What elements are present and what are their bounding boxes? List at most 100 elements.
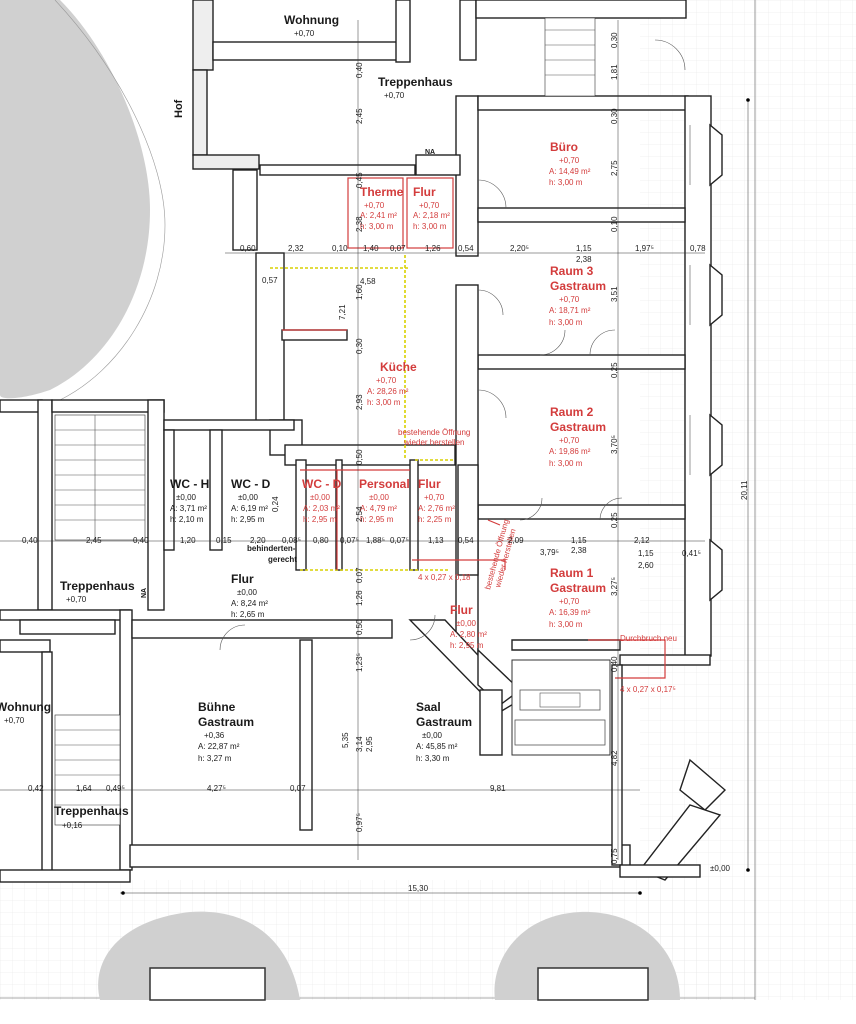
red-lines	[282, 177, 666, 679]
dim-458: 4,58	[360, 277, 376, 286]
dim-040b: 0,40	[610, 656, 619, 672]
room-wohnung-top-name: Wohnung	[284, 13, 339, 27]
room-buehne-name: Bühne	[198, 700, 236, 714]
dim-160: 1,60	[355, 284, 364, 300]
room-raum1-name: Raum 1	[550, 566, 594, 580]
dim-r2-113: 1,13	[428, 536, 444, 545]
room-therme-area: A: 2,41 m²	[360, 211, 397, 220]
room-treppe-top-name: Treppenhaus	[378, 75, 453, 89]
room-wohnung-top-level: +0,70	[294, 29, 315, 38]
room-flur-saal-name: Flur	[450, 603, 473, 617]
dim-r3-042: 0,42	[28, 784, 44, 793]
room-flur-saal-height: h: 2,95 m	[450, 641, 484, 650]
room-treppe-bottom-name: Treppenhaus	[54, 804, 129, 818]
dim-r2-0415: 0,41⁵	[682, 549, 701, 558]
staircase-bottom	[54, 714, 121, 826]
staircase-top	[544, 17, 596, 97]
room-therme-level: +0,70	[364, 201, 385, 210]
dim-r1-140: 1,40	[363, 244, 379, 253]
note-bestehende-1a: bestehende Öffnung	[398, 428, 470, 437]
room-saal-height: h: 3,30 m	[416, 754, 450, 763]
note-bestehende-1b: wieder herstellen	[403, 438, 464, 447]
dim-030a: 0,30	[610, 32, 619, 48]
note-opening-1: 4 x 0,27 x 0,18	[418, 573, 471, 582]
room-treppe-top-level: +0,70	[384, 91, 405, 100]
dim-024: 0,24	[271, 496, 280, 512]
room-flur-top-level: +0,70	[419, 201, 440, 210]
room-flur-top-name: Flur	[413, 185, 436, 199]
dim-r2-0075b: 0,07⁵	[390, 536, 409, 545]
room-flur-wc-height: h: 2,65 m	[231, 610, 265, 619]
room-kueche-height: h: 3,00 m	[367, 398, 401, 407]
tree-top-left	[0, 0, 150, 399]
dim-r3-0495: 0,49⁵	[106, 784, 125, 793]
label-na-left: NA	[141, 588, 148, 598]
label-na-top: NA	[425, 149, 435, 156]
room-wcd2-name: WC - D	[302, 477, 342, 491]
room-raum1-level: +0,70	[559, 597, 580, 606]
room-personal-name: Personal	[359, 477, 410, 491]
room-flur-wc-area: A: 8,24 m²	[231, 599, 268, 608]
room-raum3-level: +0,70	[559, 295, 580, 304]
doors	[219, 39, 686, 651]
room-therme-name: Therme	[360, 185, 404, 199]
dim-050b: 0,50	[355, 619, 364, 635]
dim-025a: 0,25	[610, 362, 619, 378]
dim-r2-040a: 0,40	[22, 536, 38, 545]
room-wch-name: WC - H	[170, 477, 209, 491]
room-treppe-left-level: +0,70	[66, 595, 87, 604]
dim-3705: 3,70⁵	[610, 435, 619, 454]
room-raum3-area: A: 18,71 m²	[549, 306, 591, 315]
room-wcd1-level: ±0,00	[238, 493, 259, 502]
dim-r2-1885: 1,88⁵	[366, 536, 385, 545]
dim-050a: 0,50	[355, 449, 364, 465]
dim-r2-015: 0,15	[216, 536, 232, 545]
dim-238a: 2,38	[355, 216, 364, 232]
dim-r1-1975: 1,97⁵	[635, 244, 654, 253]
room-raum3-name: Raum 3	[550, 264, 594, 278]
room-buehne-area: A: 22,87 m²	[198, 742, 240, 751]
room-flur-mid-area: A: 2,76 m²	[418, 504, 455, 513]
dim-r1-2205: 2,20⁵	[510, 244, 529, 253]
room-flur-wc-name: Flur	[231, 572, 254, 586]
dim-2011: 20,11	[740, 480, 749, 500]
room-flur-mid-name: Flur	[418, 477, 441, 491]
dim-126: 1,26	[355, 590, 364, 606]
dim-r2-3795: 3,79⁵	[540, 548, 559, 557]
room-personal-area: A: 4,79 m²	[360, 504, 397, 513]
dim-r1-232: 2,32	[288, 244, 304, 253]
room-buehne-name2: Gastraum	[198, 715, 254, 729]
room-saal-name2: Gastraum	[416, 715, 472, 729]
dim-lines	[0, 20, 750, 895]
dim-045: 0,45	[355, 172, 364, 188]
dim-010: 0,10	[610, 216, 619, 232]
room-kueche-name: Küche	[380, 360, 417, 374]
room-buero-name: Büro	[550, 140, 578, 154]
dim-r2-008: 0,08⁵	[282, 536, 301, 545]
room-kueche-area: A: 28,26 m²	[367, 387, 409, 396]
dim-r1-010: 0,10	[332, 244, 348, 253]
windows-right	[689, 123, 723, 602]
dim-275: 2,75	[610, 160, 619, 176]
note-behinderten-a: behinderten-	[247, 544, 296, 553]
room-therme-height: h: 3,00 m	[360, 222, 394, 231]
room-flur-saal-level: ±0,00	[456, 619, 477, 628]
room-wcd1-name: WC - D	[231, 477, 271, 491]
note-durchbruch: Durchbruch neu	[620, 634, 677, 643]
room-buehne-height: h: 3,27 m	[198, 754, 232, 763]
counter	[511, 659, 611, 756]
note-behinderten-b: gerecht	[268, 555, 297, 564]
room-wcd1-area: A: 6,19 m²	[231, 504, 268, 513]
dim-r2-238: 2,38	[571, 546, 587, 555]
label-hof: Hof	[173, 99, 185, 118]
dim-075: 0,75	[610, 848, 619, 864]
room-buero-area: A: 14,49 m²	[549, 167, 591, 176]
dim-1235: 1,23⁵	[355, 653, 364, 672]
dim-254: 2,54	[355, 506, 364, 522]
room-raum3-name2: Gastraum	[550, 279, 606, 293]
room-treppe-left-name: Treppenhaus	[60, 579, 135, 593]
dim-293: 2,93	[355, 394, 364, 410]
room-saal-level: ±0,00	[422, 731, 443, 740]
room-wch-area: A: 3,71 m²	[170, 504, 207, 513]
room-kueche-level: +0,70	[376, 376, 397, 385]
